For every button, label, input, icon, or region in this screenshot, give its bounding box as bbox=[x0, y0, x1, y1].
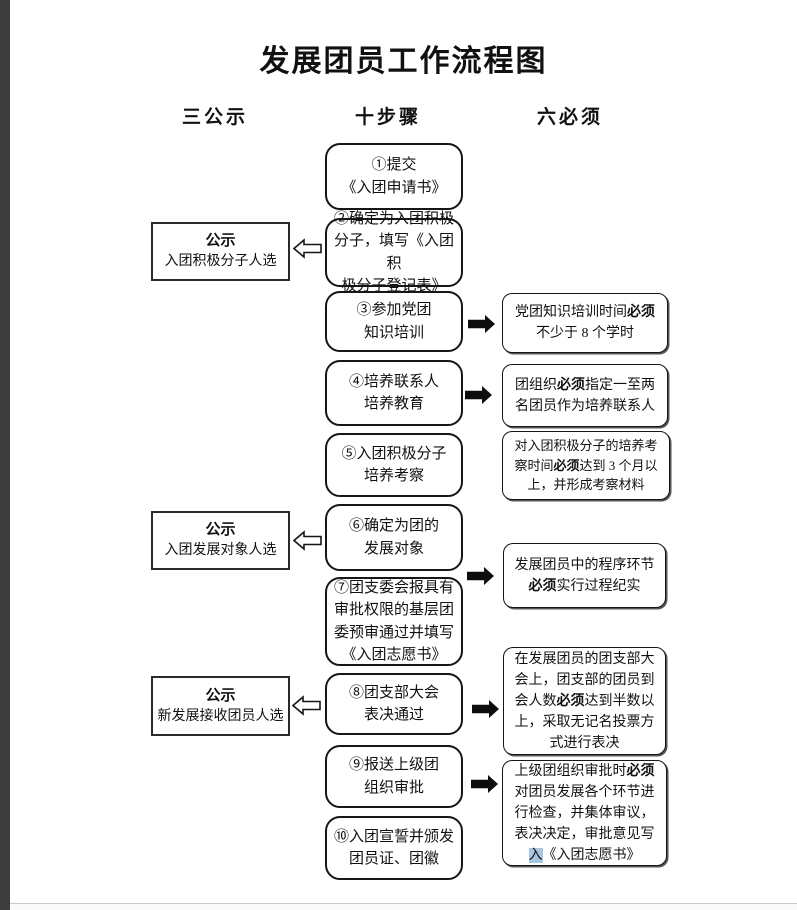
announcement-box-1: 公示 入团积极分子人选 bbox=[151, 222, 290, 281]
step-box-10: ⑩入团宣誓并颁发 团员证、团徽 bbox=[325, 816, 463, 880]
solid-right-arrow-icon-1 bbox=[468, 313, 496, 335]
step-box-3: ③参加党团 知识培训 bbox=[325, 291, 463, 352]
announcement-box-3: 公示 新发展接收团员人选 bbox=[151, 676, 290, 736]
column-header-requirements: 六必须 bbox=[536, 107, 603, 128]
hollow-left-arrow-icon-3 bbox=[292, 695, 321, 716]
page-bottom-divider bbox=[10, 903, 797, 904]
requirement-box-6: 上级团组织审批时必须 对团员发展各个环节进 行检查，并集体审议， 表决决定，审批… bbox=[502, 760, 667, 866]
requirement-box-3: 对入团积极分子的培养考 察时间必须达到 3 个月以 上，并形成考察材料 bbox=[502, 431, 670, 500]
announcement-subtitle: 入团积极分子人选 bbox=[164, 254, 277, 270]
solid-right-arrow-icon-5 bbox=[471, 773, 499, 795]
announcement-title: 公示 bbox=[205, 232, 236, 250]
page-edge-strip bbox=[0, 0, 10, 910]
step-box-9: ⑨报送上级团 组织审批 bbox=[325, 745, 463, 808]
requirement-box-1: 党团知识培训时间必须 不少于 8 个学时 bbox=[502, 293, 668, 353]
announcement-subtitle: 新发展接收团员人选 bbox=[157, 708, 284, 724]
announcement-box-2: 公示 入团发展对象人选 bbox=[151, 511, 290, 570]
flowchart-title: 发展团员工作流程图 bbox=[259, 45, 548, 78]
requirement-box-2: 团组织必须指定一至两 名团员作为培养联系人 bbox=[502, 364, 668, 427]
announcement-subtitle: 入团发展对象人选 bbox=[164, 543, 277, 559]
step-box-8: ⑧团支部大会 表决通过 bbox=[325, 673, 463, 735]
announcement-title: 公示 bbox=[205, 521, 236, 539]
step-box-6: ⑥确定为团的 发展对象 bbox=[325, 504, 463, 571]
step-box-2: ②确定为入团积极 分子，填写《入团积 极分子登记表》 bbox=[325, 211, 463, 294]
solid-right-arrow-icon-4 bbox=[472, 698, 500, 720]
step-box-7: ⑦团支委会报具有 审批权限的基层团 委预审通过并填写 《入团志愿书》 bbox=[325, 577, 463, 666]
hollow-left-arrow-icon-1 bbox=[293, 238, 322, 259]
step-box-1: ①提交 《入团申请书》 bbox=[325, 143, 463, 210]
column-header-steps: 十步骤 bbox=[354, 107, 421, 128]
page-bottom-margin bbox=[10, 904, 797, 910]
requirement-box-5: 在发展团员的团支部大 会上，团支部的团员到 会人数必须达到半数以 上，采取无记名… bbox=[503, 647, 666, 755]
column-header-announcements: 三公示 bbox=[181, 107, 248, 128]
solid-right-arrow-icon-2 bbox=[465, 384, 493, 406]
step-box-4: ④培养联系人 培养教育 bbox=[325, 360, 463, 426]
requirement-box-4: 发展团员中的程序环节 必须实行过程纪实 bbox=[503, 543, 666, 608]
announcement-title: 公示 bbox=[205, 686, 236, 704]
step-box-5: ⑤入团积极分子 培养考察 bbox=[325, 433, 463, 497]
solid-right-arrow-icon-3 bbox=[467, 565, 495, 587]
hollow-left-arrow-icon-2 bbox=[293, 530, 322, 551]
